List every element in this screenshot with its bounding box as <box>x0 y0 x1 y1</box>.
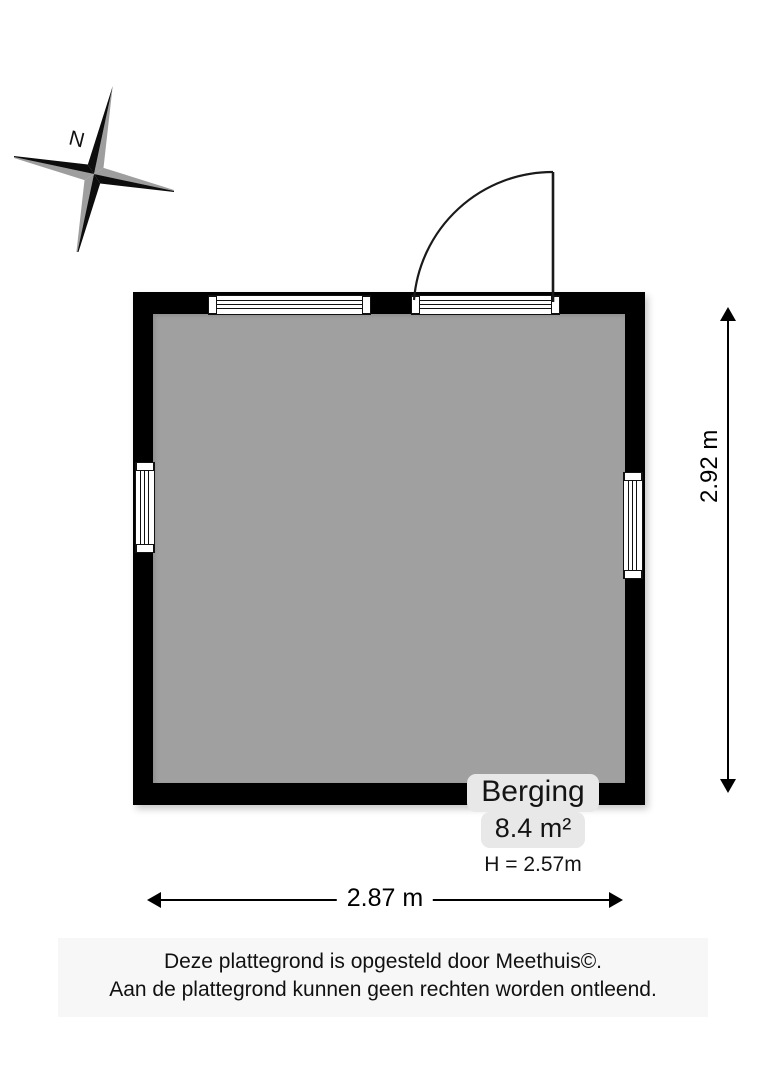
dimension-arrow-down-icon <box>720 779 736 793</box>
window-right <box>623 472 643 579</box>
room-height-label: H = 2.57m <box>484 852 582 876</box>
door-opening-top <box>411 295 560 315</box>
dimension-line-vertical <box>720 307 736 793</box>
footer-line-2: Aan de plattegrond kunnen geen rechten w… <box>109 978 657 1002</box>
room-name-label: Berging <box>467 774 599 813</box>
dimension-arrow-up-icon <box>720 307 736 321</box>
door-swing-icon <box>412 170 555 302</box>
dimension-label-horizontal: 2.87 m <box>336 884 434 913</box>
window-left <box>135 462 155 553</box>
compass-rose-icon <box>14 85 174 252</box>
dimension-arrow-right-icon <box>609 892 623 908</box>
room-area-label: 8.4 m² <box>480 812 586 848</box>
room-interior-fill <box>153 314 625 783</box>
dimension-arrow-left-icon <box>147 892 161 908</box>
window-top <box>208 295 371 315</box>
compass-rose: N <box>14 62 174 252</box>
dimension-label-vertical: 2.92 m <box>696 424 724 508</box>
room-label-group: Berging 8.4 m² H = 2.57m <box>433 774 633 877</box>
floorplan-drawing: Berging 8.4 m² H = 2.57m <box>133 292 645 876</box>
footer-line-1: Deze plattegrond is opgesteld door Meeth… <box>163 950 603 973</box>
footer-disclaimer: Deze plattegrond is opgesteld door Meeth… <box>58 938 708 1017</box>
dimension-line-horizontal: 2.87 m <box>147 884 623 913</box>
